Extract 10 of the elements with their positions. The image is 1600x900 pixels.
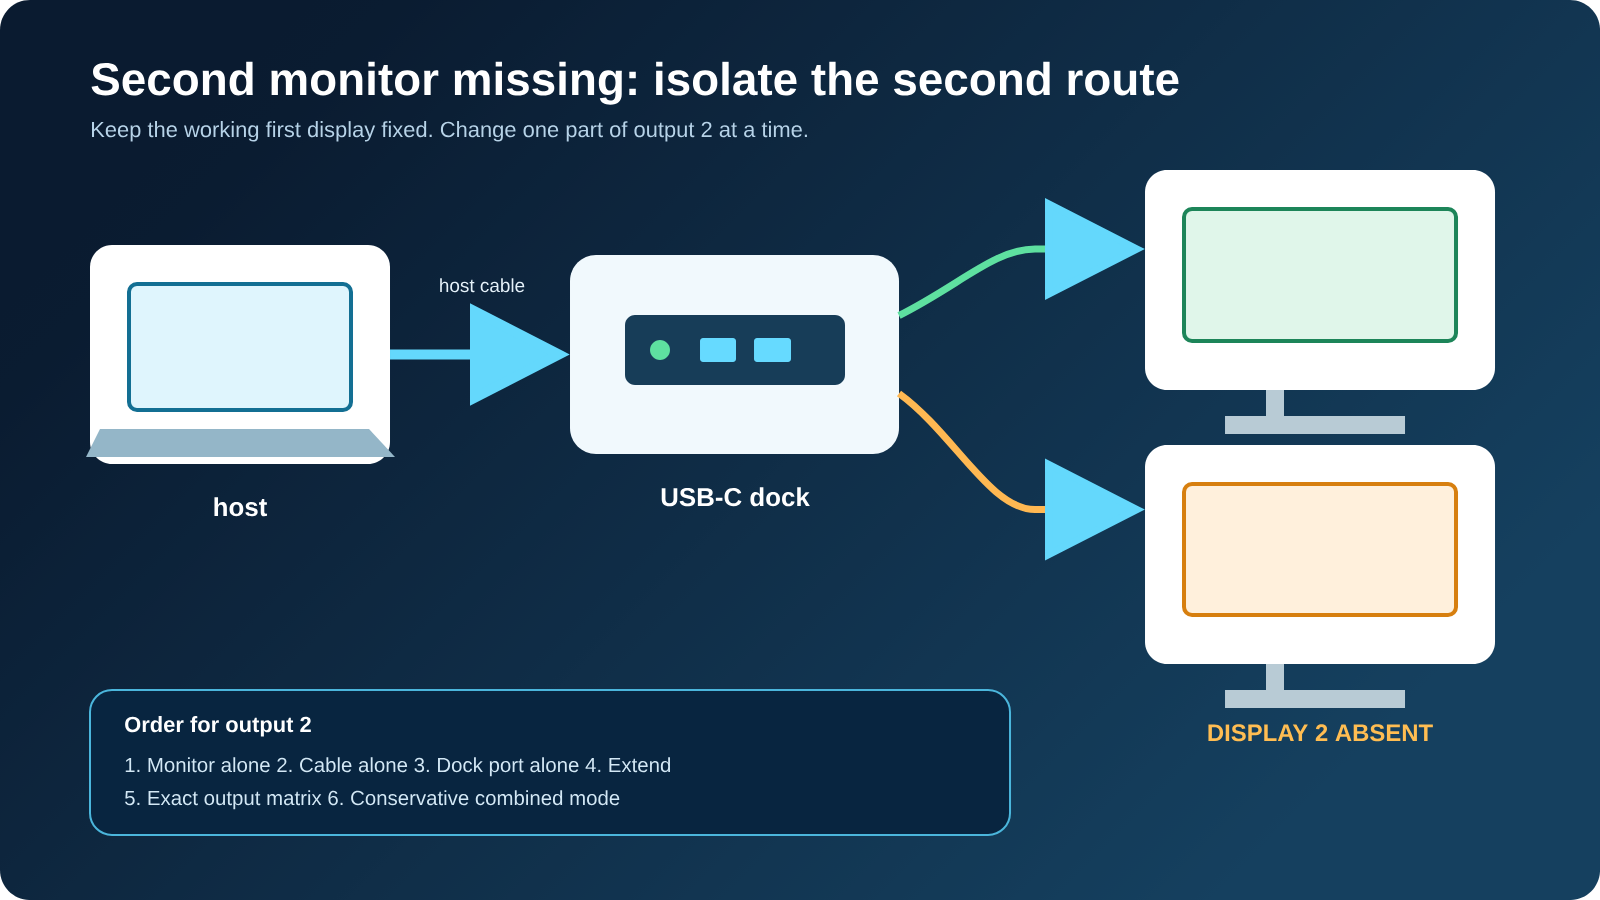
status-label: DISPLAY 2 ABSENT bbox=[1208, 724, 1433, 742]
monitor-drawing bbox=[1145, 170, 1495, 434]
title: Second monitor missing: isolate the second route bbox=[91, 61, 1179, 105]
edge-label: host cable bbox=[440, 278, 525, 293]
box-heading: Order for output 2 bbox=[125, 716, 311, 737]
list-text: 5. Exact output matrix 6. Conservative combined mode bbox=[125, 790, 620, 810]
list-text: 1. Monitor alone 2. Cable alone 3. Dock port alone 4. Extend bbox=[125, 757, 671, 777]
node-label: USB-C dock bbox=[661, 487, 810, 507]
subtitle: Keep the working first display fixed. Change one part of output 2 at a time. bbox=[92, 121, 807, 142]
node-label: host bbox=[214, 497, 268, 517]
